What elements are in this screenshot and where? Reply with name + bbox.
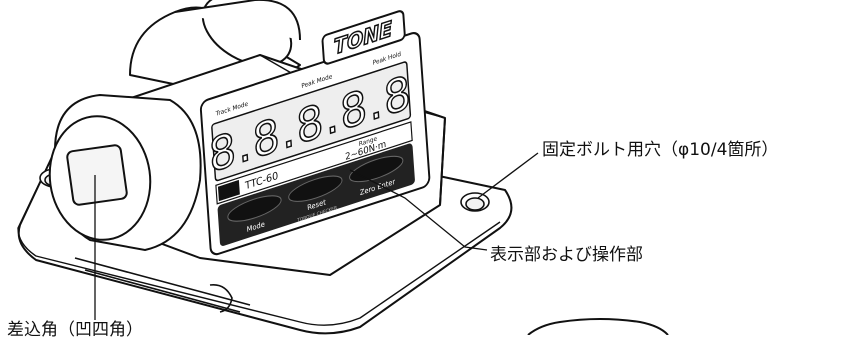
model-badge <box>217 179 240 202</box>
bolt-hole <box>460 192 490 212</box>
leader-lines <box>94 152 539 320</box>
second-device-outline <box>527 318 669 336</box>
leader-bolt-holes <box>477 152 539 199</box>
base-channel <box>74 257 251 313</box>
lcd-screen <box>211 61 412 182</box>
bolt-holes-callout: 固定ボルト用穴（φ10/4箇所） <box>542 140 779 160</box>
socket-callout: 差込角（凹四角） <box>7 320 143 340</box>
socket-boss <box>48 93 202 252</box>
display-panel: TONE Track Mode Peak Mode Peak Hold 8.8.… <box>199 10 431 256</box>
model-strip <box>215 121 413 205</box>
leader-display-panel <box>349 169 488 251</box>
display-panel-callout: 表示部および操作部 <box>490 245 643 265</box>
